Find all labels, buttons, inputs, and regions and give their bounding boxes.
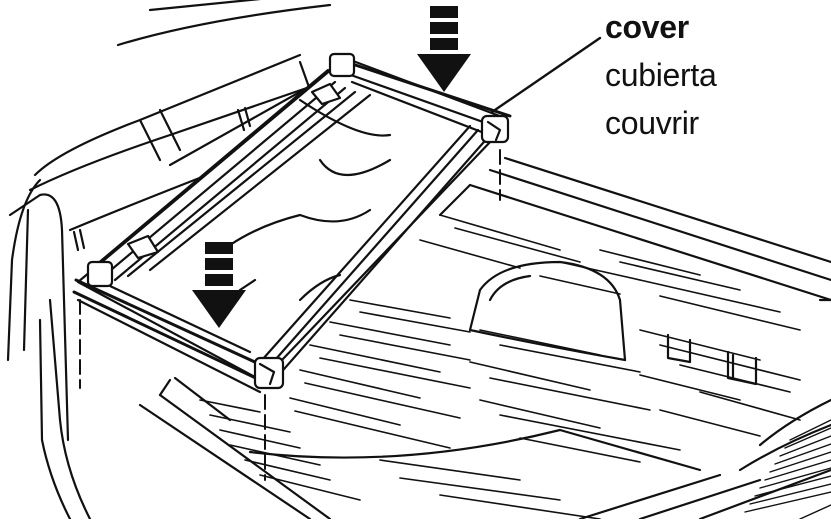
stake-pockets <box>668 335 756 384</box>
label-english: cover <box>605 9 689 45</box>
label-leader-line <box>492 38 600 112</box>
tonneau-cover <box>74 54 510 392</box>
truck-bed <box>40 158 831 519</box>
bed-floor-ribs <box>200 215 800 519</box>
alignment-guides <box>80 150 500 480</box>
label-spanish: cubierta <box>605 57 717 93</box>
tailgate-hatching <box>745 420 831 519</box>
wheel-well <box>470 262 625 360</box>
label-french: couvrir <box>605 105 699 141</box>
down-arrow-icon <box>192 242 246 328</box>
down-arrow-icon <box>417 6 471 92</box>
